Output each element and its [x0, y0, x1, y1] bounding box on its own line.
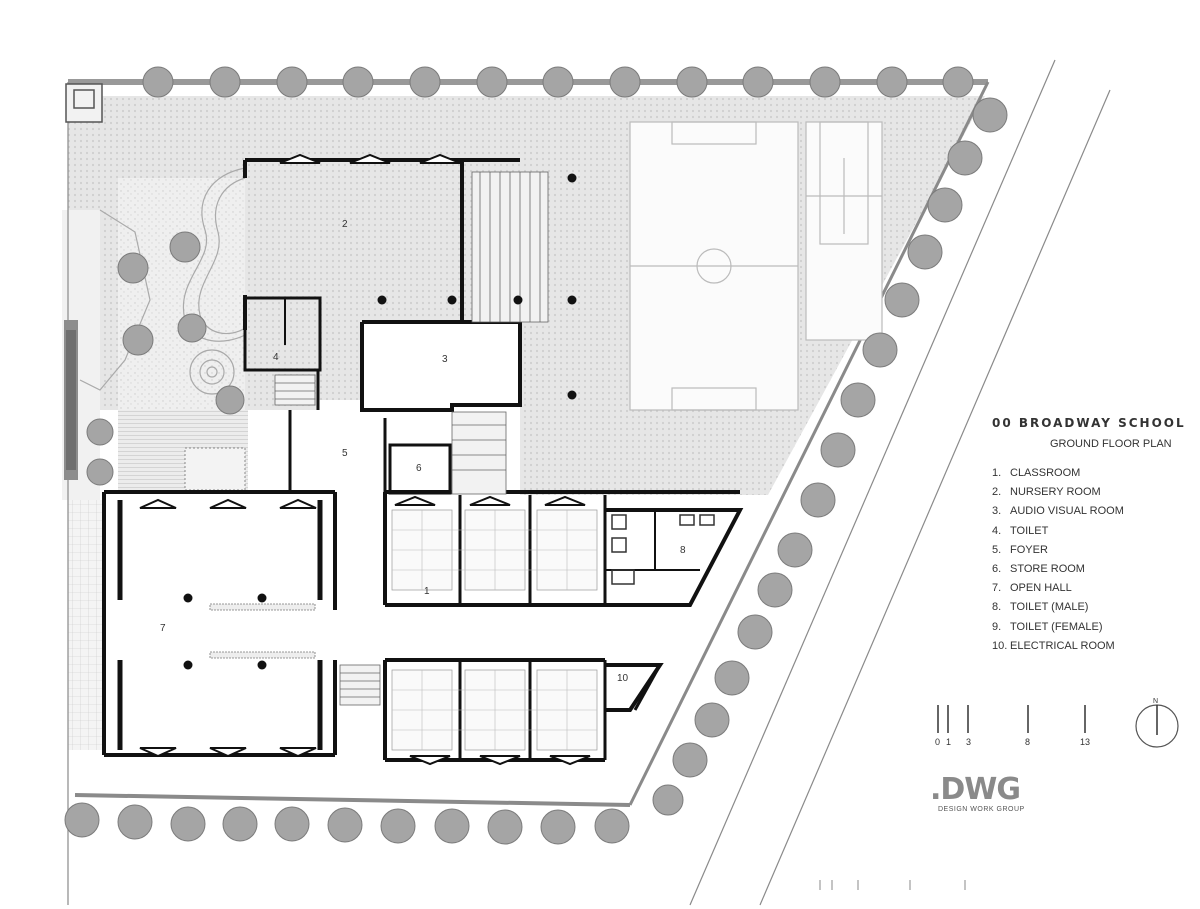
legend-item: 4. TOILET — [992, 522, 1192, 541]
stairs — [274, 171, 549, 706]
football-field — [629, 121, 799, 411]
room-label-10: 10 — [617, 673, 629, 684]
legend-label: CLASSROOM — [1010, 467, 1081, 479]
legend-label: TOILET — [1010, 524, 1049, 537]
hedge-row — [64, 320, 78, 480]
room-label-6: 6 — [416, 463, 422, 474]
classroom-desks — [391, 509, 598, 751]
school-title: 00 BROADWAY SCHOOL — [992, 416, 1186, 430]
legend-num: 5. — [992, 543, 1002, 556]
scale-label: 1 — [946, 737, 952, 747]
structural-columns — [183, 173, 577, 670]
legend-label: TOILET (FEMALE) — [1010, 620, 1103, 633]
room-label-7: 7 — [160, 623, 166, 634]
legend-item: 5. FOYER — [992, 541, 1192, 560]
legend-item: 6. STORE ROOM — [992, 560, 1192, 579]
legend-label: TOILET (MALE) — [1010, 601, 1089, 614]
scale-label: 13 — [1080, 737, 1091, 747]
tree-row-top — [142, 66, 974, 98]
legend-num: 10. — [992, 639, 1008, 652]
legend-item: 3. AUDIO VISUAL ROOM — [992, 502, 1192, 521]
desk-grid-lines — [392, 510, 597, 750]
legend-num: 6. — [992, 562, 1002, 575]
tennis-court — [805, 121, 883, 341]
plan-subtitle: GROUND FLOOR PLAN — [1050, 438, 1172, 450]
legend-num: 4. — [992, 524, 1002, 537]
room-number-labels: 2 3 4 5 6 7 1 8 10 — [160, 219, 686, 684]
legend-item: 8. TOILET (MALE) — [992, 598, 1192, 617]
room-label-2: 2 — [342, 219, 348, 230]
legend-item: 2. NURSERY ROOM — [992, 483, 1192, 502]
legend-num: 3. — [992, 505, 1002, 518]
dwg-logo: .DWG DESIGN WORK GROUP — [930, 772, 1040, 816]
legend-num: 8. — [992, 601, 1002, 614]
window-bays — [139, 153, 591, 766]
legend-item: 9. TOILET (FEMALE) — [992, 618, 1192, 637]
room-label-4: 4 — [273, 352, 279, 363]
legend-label: OPEN HALL — [1010, 582, 1072, 595]
planter-box — [184, 447, 246, 491]
footer-marks — [819, 880, 966, 890]
gate-structure — [65, 83, 103, 123]
room-label-1: 1 — [424, 586, 430, 597]
garden-trees — [86, 231, 245, 486]
legend-item: 1. CLASSROOM — [992, 464, 1192, 483]
north-label: N — [1153, 698, 1158, 705]
legend-item: 7. OPEN HALL — [992, 579, 1192, 598]
scale-bar — [937, 705, 1086, 733]
legend-num: 9. — [992, 620, 1002, 633]
legend-label: ELECTRICAL ROOM — [1010, 639, 1115, 652]
room-label-5: 5 — [342, 448, 348, 459]
scale-label: 8 — [1025, 737, 1031, 747]
plan-legend: 00 BROADWAY SCHOOL GROUND FLOOR PLAN 1. C… — [992, 416, 1192, 656]
legend-list: 1. CLASSROOM 2. NURSERY ROOM 3. AUDIO VISUA… — [992, 464, 1192, 656]
toilet-stalls — [611, 514, 715, 585]
logo-text: DESIGN WORK GROUP — [938, 806, 1025, 813]
room-label-8: 8 — [680, 545, 686, 556]
legend-label: AUDIO VISUAL ROOM — [1010, 505, 1124, 518]
legend-label: FOYER — [1010, 543, 1048, 556]
room-label-3: 3 — [442, 354, 448, 365]
tree-row-bottom — [64, 802, 630, 845]
scale-label: 3 — [966, 737, 972, 747]
legend-num: 7. — [992, 582, 1002, 595]
legend-num: 2. — [992, 486, 1002, 499]
north-arrow: N — [1135, 698, 1179, 748]
hall-benches — [209, 603, 316, 659]
scale-label: 0 — [935, 737, 941, 747]
legend-label: NURSERY ROOM — [1010, 486, 1101, 499]
logo-mark: .DWG — [930, 772, 1021, 807]
legend-label: STORE ROOM — [1010, 562, 1085, 575]
legend-num: 1. — [992, 467, 1002, 479]
legend-item: 10.ELECTRICAL ROOM — [992, 637, 1192, 656]
scale-bar-labels: 0 1 3 8 13 — [930, 737, 1100, 751]
tree-row-diagonal — [652, 97, 1008, 816]
